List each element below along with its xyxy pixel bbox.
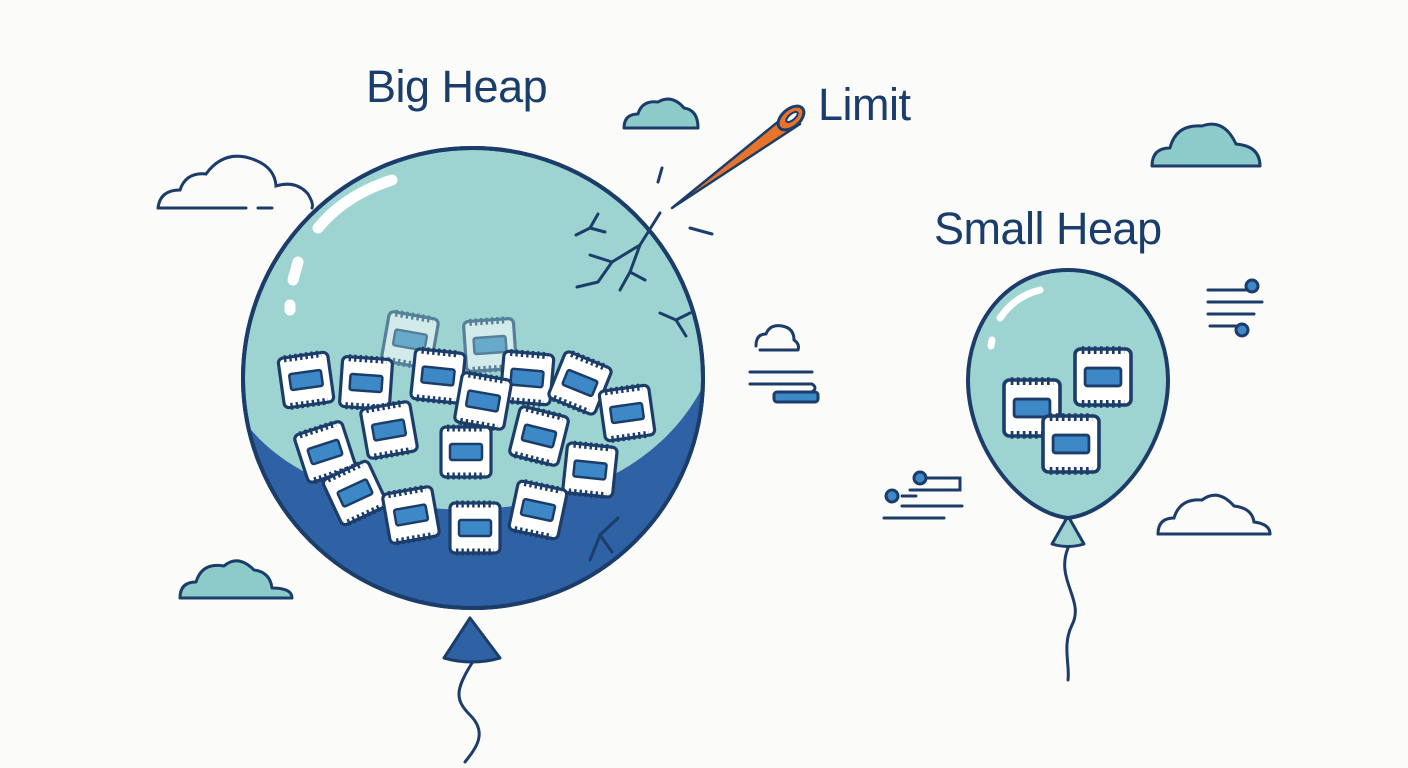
memory-chip-icon xyxy=(339,356,392,409)
memory-chip-icon xyxy=(278,352,334,408)
memory-chip-icon xyxy=(509,406,570,467)
cloud-icon xyxy=(156,154,314,210)
big-balloon-highlight xyxy=(312,174,398,234)
wind-lines-icon xyxy=(882,470,964,520)
memory-chip-icon xyxy=(450,503,500,553)
small-heap-balloon xyxy=(965,267,1171,682)
memory-chip-icon xyxy=(441,427,491,477)
big-heap-label: Big Heap xyxy=(366,61,548,112)
wind-lines-icon xyxy=(1206,278,1264,338)
limit-label: Limit xyxy=(818,79,911,130)
memory-chip-icon xyxy=(382,486,440,544)
big-heap-balloon xyxy=(241,146,705,764)
memory-chip-icon xyxy=(1075,349,1131,405)
small-balloon-knot xyxy=(1050,514,1086,548)
needle-icon xyxy=(656,104,806,236)
cloud-icon xyxy=(178,559,294,600)
memory-chip-icon xyxy=(1043,416,1099,472)
wind-lines-icon xyxy=(748,324,820,404)
small-heap-label: Small Heap xyxy=(934,203,1162,254)
cloud-icon xyxy=(622,97,700,130)
cloud-icon xyxy=(1156,493,1272,536)
small-balloon-highlight xyxy=(996,286,1044,322)
big-balloon-string xyxy=(457,661,481,764)
small-balloon-body xyxy=(965,267,1171,521)
cloud-icon xyxy=(1150,122,1262,168)
memory-chip-icon xyxy=(508,480,567,539)
memory-chip-icon xyxy=(599,385,655,441)
crack-icon xyxy=(574,211,692,562)
small-balloon-string xyxy=(1063,546,1077,682)
memory-chip-icon xyxy=(360,401,418,459)
big-balloon-knot xyxy=(442,616,502,664)
memory-chip-icon xyxy=(454,372,512,430)
memory-chip-icon xyxy=(563,443,618,498)
